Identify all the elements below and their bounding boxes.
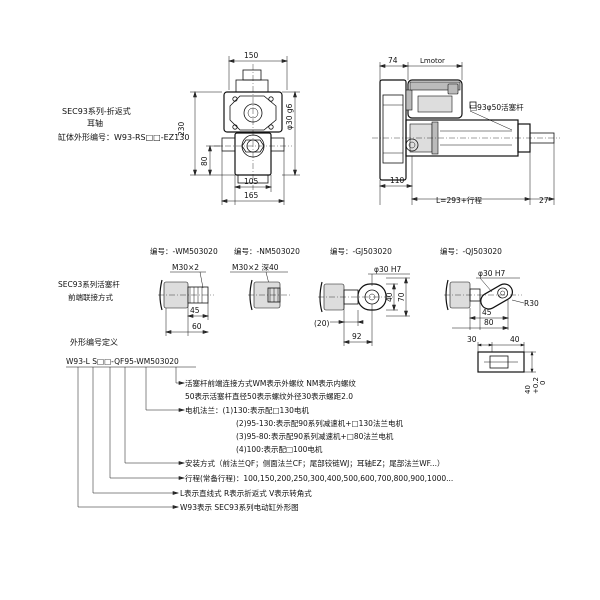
dim-qj-80: 80 [484,318,494,327]
actuator-side-view: 74 Lmotor □93φ50活塞杆 [372,56,560,205]
dim-165: 165 [244,191,259,200]
rod-end-nm: M30×2 深40 [230,263,292,311]
rod-end-title-2: 前端联接方式 [68,292,113,302]
rod-end-section: SEC93系列活塞杆 前端联接方式 编号：-WM503020 编号：-NM503… [58,246,547,394]
dim-lmotor: Lmotor [420,57,445,65]
desc-flange-2: (2)95-130:表示配90系列减速机+□130法兰电机 [236,418,403,428]
code-nm: 编号：-NM503020 [234,246,300,256]
dim-74: 74 [388,56,398,65]
title-line-2: 耳轴 [87,118,103,128]
dim-150: 150 [244,51,259,60]
dim-27: 27 [539,196,549,205]
rod-label: □93φ50活塞杆 [470,102,524,112]
callout-wm-m30: M30×2 [172,263,199,272]
dim-qj-tol-zero: 0 [539,381,547,385]
dim-stroke: L=293+行程 [436,195,483,205]
title-line-3: 缸体外形编号：W93-RS□□-EZ130 [58,132,189,142]
desc-mounting: 安装方式（前法兰QF；侧面法兰CF；尾部铰链WJ；耳轴EZ；尾部法兰WF...） [185,458,444,468]
rod-end-title-1: SEC93系列活塞杆 [58,279,120,289]
dim-gj-92: 92 [352,332,362,341]
dim-qj-45: 45 [482,308,492,317]
dim-d30g6: φ30 g6 [285,103,294,130]
desc-rod-end: 活塞杆前端连接方式WM表示外螺纹 NM表示内螺纹 [185,378,356,388]
code-wm: 编号：-WM503020 [150,246,218,256]
dim-gj-20: (20) [314,319,329,328]
callout-gj-d30: φ30 H7 [374,265,402,274]
desc-flange-3: (3)95-80:表示配90系列减速机+□80法兰电机 [236,431,394,441]
desc-type: L表示直线式 R表示折返式 V表示转角式 [180,488,312,498]
code-qj: 编号：-QJ503020 [440,246,502,256]
callout-qj-r30: R30 [524,299,539,308]
code-gj: 编号：-GJ503020 [330,246,392,256]
desc-rod-diameter: 50表示活塞杆直径50表示螺纹外径30表示螺距2.0 [185,391,353,401]
desc-flange-1: 电机法兰：(1)130:表示配□130电机 [185,405,309,415]
dim-gj-40: 40 [385,292,394,302]
dim-qj-40a: 40 [510,335,520,344]
model-code-title: 外形编号定义 [70,337,118,347]
rod-end-gj: φ30 H7 40 70 [314,265,410,346]
rod-end-qj: φ30 H7 R30 45 80 [444,269,547,394]
callout-nm-m30: M30×2 深40 [232,263,279,272]
dim-qj-tol-plus: +0.2 [532,377,540,394]
rod-end-wm: M30×2 45 60 [158,263,214,336]
dim-gj-70: 70 [397,292,406,302]
dim-110: 110 [390,176,405,185]
title-line-1: SEC93系列-折返式 [62,106,131,116]
dim-wm-45: 45 [190,306,200,315]
desc-stroke: 行程(常备行程)：100,150,200,250,300,400,500,600… [185,473,453,483]
dim-wm-60: 60 [192,322,202,331]
desc-flange-4: (4)100:表示配□100电机 [236,444,323,454]
dim-qj-40b: 40 [524,385,532,394]
dim-105: 105 [244,177,259,186]
desc-series: W93表示 SEC93系列电动缸外形图 [180,502,299,512]
top-left-title: SEC93系列-折返式 耳轴 缸体外形编号：W93-RS□□-EZ130 [58,106,189,142]
callout-qj-d30: φ30 H7 [478,269,506,278]
dim-230: 230 [177,121,186,136]
model-code-string: W93-L S□□-QF95-WM503020 [66,357,179,366]
model-code-definition: 外形编号定义 W93-L S□□-QF95-WM503020 活塞杆前端连接方式… [66,337,453,512]
trunnion-front-view: 150 230 φ30 g6 [177,51,300,205]
dim-80: 80 [200,156,209,166]
dim-qj-30: 30 [467,335,477,344]
